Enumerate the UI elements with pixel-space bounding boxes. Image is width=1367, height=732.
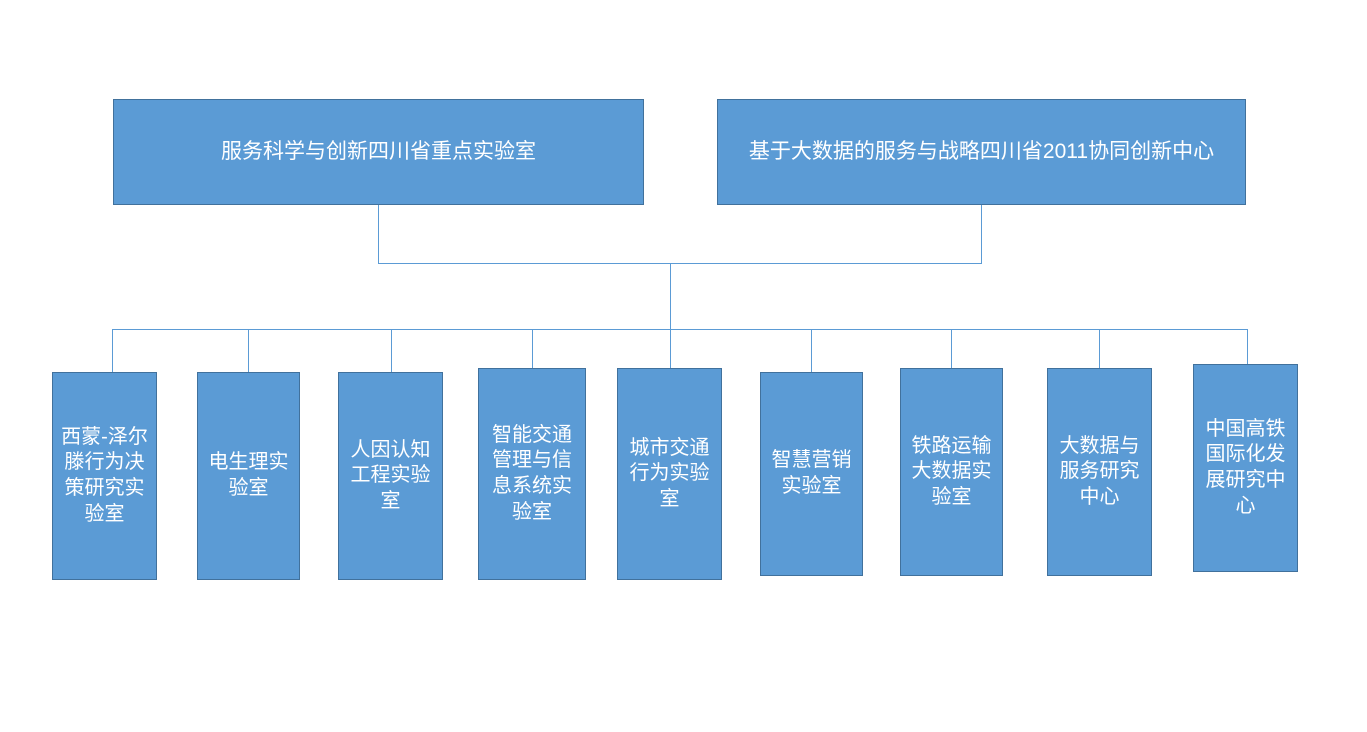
node-leaf-6-label: 智慧营销实验室 [771,449,852,497]
node-leaf-1-label: 西蒙-泽尔滕行为决策研究实验室 [61,425,148,525]
connector-leaf-drop-7 [951,329,952,372]
node-leaf-7-label: 铁路运输大数据实验室 [911,434,992,508]
node-leaf-3-label: 人因认知工程实验室 [350,438,431,512]
node-lab-key[interactable]: 服务科学与创新四川省重点实验室 [113,99,644,205]
node-lab-key-label: 服务科学与创新四川省重点实验室 [221,139,536,163]
node-leaf-4-label: 智能交通管理与信息系统实验室 [492,423,572,523]
node-leaf-8-label: 大数据与服务研究中心 [1059,434,1140,508]
node-leaf-8[interactable]: 大数据与服务研究中心 [1047,368,1152,576]
connector-bridge [378,263,982,264]
node-leaf-3[interactable]: 人因认知工程实验室 [338,372,443,580]
node-center-2011[interactable]: 基于大数据的服务与战略四川省2011协同创新中心 [717,99,1246,205]
connector-drop-right [981,205,982,263]
connector-bus [112,329,1247,330]
node-leaf-7[interactable]: 铁路运输大数据实验室 [900,368,1003,576]
node-leaf-6[interactable]: 智慧营销实验室 [760,372,863,576]
connector-spine [670,263,671,329]
node-leaf-5-label: 城市交通行为实验室 [629,436,710,510]
node-leaf-5[interactable]: 城市交通行为实验室 [617,368,722,580]
connector-drop-left [378,205,379,263]
node-leaf-9-label: 中国高铁国际化发展研究中心 [1205,417,1286,517]
connector-leaf-drop-8 [1099,329,1100,372]
node-leaf-9[interactable]: 中国高铁国际化发展研究中心 [1193,364,1298,572]
node-leaf-1[interactable]: 西蒙-泽尔滕行为决策研究实验室 [52,372,157,580]
node-leaf-2-label: 电生理实验室 [208,451,289,499]
connector-leaf-drop-4 [532,329,533,372]
connector-leaf-drop-1 [112,329,113,372]
connector-leaf-drop-2 [248,329,249,372]
connector-leaf-drop-3 [391,329,392,372]
node-leaf-2[interactable]: 电生理实验室 [197,372,300,580]
connector-leaf-drop-9 [1247,329,1248,372]
node-leaf-4[interactable]: 智能交通管理与信息系统实验室 [478,368,586,580]
node-center-2011-label: 基于大数据的服务与战略四川省2011协同创新中心 [748,139,1215,163]
connector-leaf-drop-6 [811,329,812,372]
connector-leaf-drop-5 [670,329,671,372]
